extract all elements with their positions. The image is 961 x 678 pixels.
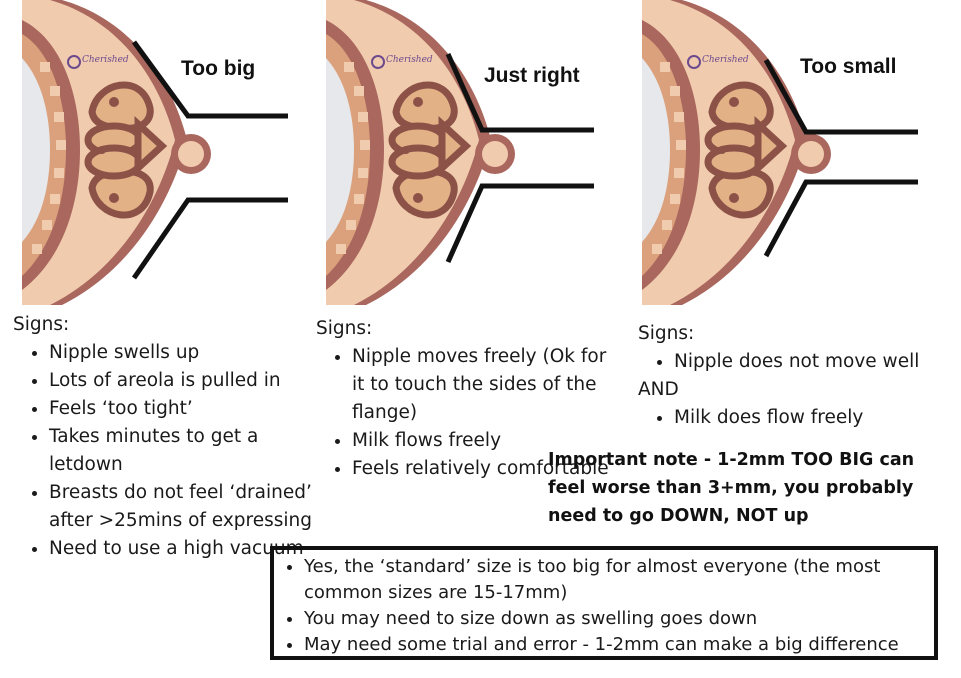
signs-list: Nipple swells up Lots of areola is pulle… xyxy=(13,339,313,563)
signs-label: Signs: xyxy=(638,323,695,344)
list-item: Milk flows freely xyxy=(352,427,616,455)
list-item: Feels ‘too tight’ xyxy=(49,395,313,423)
svg-text:Cherished: Cherished xyxy=(702,55,749,65)
svg-text:Cherished: Cherished xyxy=(82,55,129,65)
list-item: Breasts do not feel ‘drained’ after >25m… xyxy=(49,479,313,535)
breast-diagram-too-big: Cherished xyxy=(22,0,288,305)
heading-just-right: Just right xyxy=(484,64,580,87)
logo: Cherished xyxy=(371,55,433,69)
flange xyxy=(763,58,918,258)
flange xyxy=(131,40,288,280)
list-item: Need to use a high vacuum xyxy=(49,535,313,563)
logo: Cherished xyxy=(67,55,129,69)
signs-label: Signs: xyxy=(316,318,373,339)
breast-diagram-too-small: Cherished xyxy=(642,0,918,305)
list-item: Takes minutes to get a letdown xyxy=(49,423,313,479)
and-connector: AND xyxy=(638,379,679,400)
list-item: Nipple does not move well xyxy=(674,348,958,376)
signs-list: Nipple does not move well xyxy=(638,348,958,376)
signs-label: Signs: xyxy=(13,314,70,335)
list-item: Yes, the ‘standard’ size is too big for … xyxy=(304,554,934,606)
list-item: May need some trial and error - 1-2mm ca… xyxy=(304,632,934,658)
tips-box: Yes, the ‘standard’ size is too big for … xyxy=(270,546,938,660)
breast-illustration xyxy=(326,0,515,305)
important-note: Important note - 1-2mm TOO BIG can feel … xyxy=(548,450,915,526)
signs-too-small: Signs: Nipple does not move well AND Mil… xyxy=(638,320,958,432)
signs-list: Milk does flow freely xyxy=(638,404,958,432)
svg-text:Cherished: Cherished xyxy=(386,55,433,65)
breast-illustration xyxy=(642,0,831,305)
heading-too-small: Too small xyxy=(800,55,897,78)
list-item: You may need to size down as swelling go… xyxy=(304,606,934,632)
breast-diagram-just-right: Cherished xyxy=(326,0,594,305)
list-item: Milk does flow freely xyxy=(674,404,958,432)
breast-illustration xyxy=(22,0,211,305)
list-item: Feels relatively comfortable xyxy=(352,455,616,483)
logo: Cherished xyxy=(687,55,749,69)
heading-too-big: Too big xyxy=(181,57,256,80)
flange xyxy=(445,52,594,264)
list-item: Nipple moves freely (Ok for it to touch … xyxy=(352,343,616,427)
list-item: Nipple swells up xyxy=(49,339,313,367)
list-item: Lots of areola is pulled in xyxy=(49,367,313,395)
tips-list: Yes, the ‘standard’ size is too big for … xyxy=(274,554,934,658)
signs-list: Nipple moves freely (Ok for it to touch … xyxy=(316,343,616,483)
signs-too-big: Signs: Nipple swells up Lots of areola i… xyxy=(13,311,313,563)
signs-just-right: Signs: Nipple moves freely (Ok for it to… xyxy=(316,315,616,483)
